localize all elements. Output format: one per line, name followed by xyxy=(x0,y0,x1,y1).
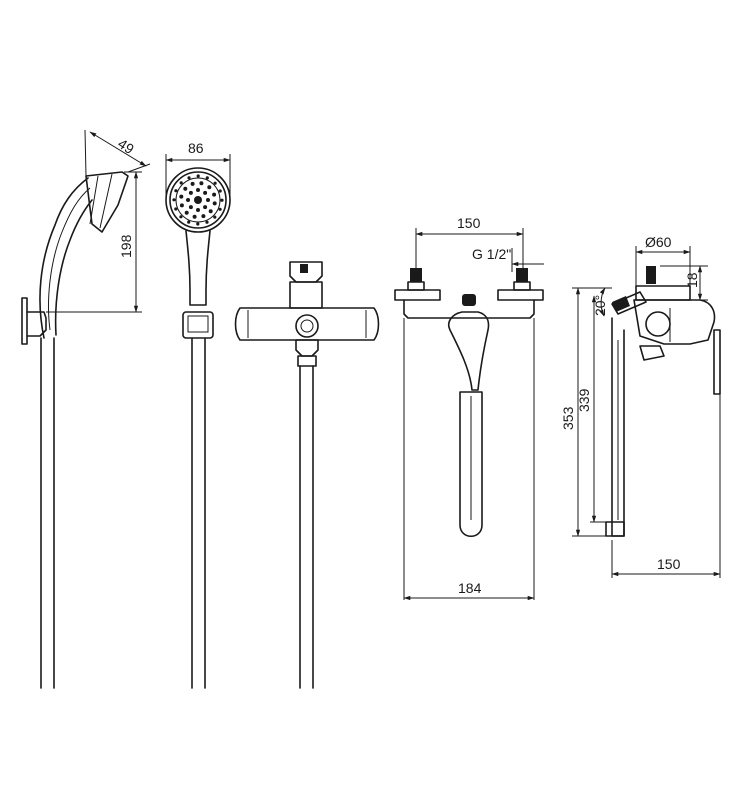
body-top xyxy=(403,299,535,319)
handshower-side-view: 49 198 xyxy=(21,129,151,689)
holder-inner xyxy=(187,315,209,333)
dim-arc-angle xyxy=(599,287,606,317)
lever-nub xyxy=(462,294,476,306)
mixer-side-view: Ø60 18 20° 353 339 xyxy=(560,234,721,578)
nozzle-dot xyxy=(220,198,224,202)
nozzle-dot xyxy=(186,198,190,202)
spout-tip xyxy=(605,521,625,537)
diverter-side xyxy=(645,311,671,337)
nozzle-dot xyxy=(196,222,200,226)
nozzle-dot xyxy=(187,176,191,180)
nozzle-dot xyxy=(196,208,200,212)
dim-150-top-label: 150 xyxy=(457,215,481,231)
nozzle-dot xyxy=(213,215,217,219)
nozzle-dot xyxy=(179,181,183,185)
nozzle-dot xyxy=(203,205,208,210)
inlet-nut-right xyxy=(513,281,531,291)
nozzle-dot xyxy=(208,209,213,214)
dim-49-label: 49 xyxy=(115,135,137,157)
head-outer-ring xyxy=(165,167,231,233)
wall-holder xyxy=(182,311,214,339)
mixer-front-view xyxy=(234,261,380,689)
nozzle-dot xyxy=(179,203,184,208)
spout-body xyxy=(447,311,490,391)
handle-back-edge xyxy=(39,177,89,339)
head-inner-ring xyxy=(169,171,227,229)
nozzle-dot xyxy=(207,185,212,190)
nozzle-dot xyxy=(188,190,193,195)
nozzle-dot xyxy=(174,189,178,193)
inlet-nut-left xyxy=(407,281,425,291)
eccentric-right xyxy=(497,289,544,301)
ext-line-49-b xyxy=(127,163,151,173)
handle-front-edge xyxy=(54,199,93,336)
nozzle-dot xyxy=(196,174,200,178)
nozzle-pattern xyxy=(172,174,224,226)
nozzle-dot xyxy=(205,176,209,180)
handle-front xyxy=(185,230,211,306)
lever-mark xyxy=(300,264,308,273)
nozzle-dot xyxy=(212,201,217,206)
outlet-nut xyxy=(295,339,319,357)
inlet-left xyxy=(410,268,422,282)
side-outlet xyxy=(639,345,665,361)
dim-198-label: 198 xyxy=(118,234,134,258)
center-nozzle xyxy=(194,196,202,204)
nozzle-dot xyxy=(174,207,178,211)
head-line xyxy=(89,175,99,225)
hose-connector xyxy=(297,355,317,367)
nozzle-dot xyxy=(179,215,183,219)
nozzle-dot xyxy=(218,189,222,193)
nozzle-dot xyxy=(172,198,176,202)
nozzle-dot xyxy=(179,194,184,199)
nozzle-dot xyxy=(187,220,191,224)
dim-86-label: 86 xyxy=(188,140,204,156)
dim-184-label: 184 xyxy=(458,580,482,596)
nozzle-dot xyxy=(203,190,208,195)
eccentric-left xyxy=(394,289,441,301)
diverter-knob xyxy=(295,314,319,338)
lever-tip xyxy=(612,296,630,312)
nozzle-dot xyxy=(199,181,204,186)
nozzle-dot xyxy=(188,205,193,210)
spout-pipe xyxy=(459,391,483,538)
nozzle-dot xyxy=(212,192,217,197)
handshower-front-view: 86 xyxy=(165,140,231,689)
nozzle-dot xyxy=(205,220,209,224)
wall-plate xyxy=(21,297,28,345)
dim-150-side-label: 150 xyxy=(657,556,681,572)
nozzle-dot xyxy=(213,181,217,185)
shower-head xyxy=(85,171,129,233)
dim-line-49 xyxy=(89,131,147,167)
dim-60-label: Ø60 xyxy=(645,234,672,250)
dim-339-label: 339 xyxy=(576,388,592,412)
nozzle-dot xyxy=(192,214,197,219)
diverter-inner xyxy=(300,319,314,333)
wall-flange xyxy=(713,329,721,395)
mixer-cap xyxy=(289,281,323,309)
ext-line-49-a xyxy=(84,129,87,177)
inlet-right xyxy=(516,268,528,282)
dim-18-label: 18 xyxy=(684,272,700,288)
dim-353-label: 353 xyxy=(560,406,576,430)
thread-label: G 1/2" xyxy=(472,246,511,262)
nozzle-dot xyxy=(196,188,200,192)
nozzle-dot xyxy=(206,198,210,202)
head-face-line xyxy=(99,173,113,229)
nozzle-dot xyxy=(190,181,195,186)
nozzle-dot xyxy=(183,186,188,191)
cartridge-stem xyxy=(646,266,656,284)
handle-midline xyxy=(48,187,91,331)
nozzle-ring xyxy=(175,177,221,223)
nozzle-dot xyxy=(201,214,206,219)
side-body xyxy=(633,299,716,345)
mixer-body xyxy=(234,307,380,341)
nozzle-dot xyxy=(218,207,222,211)
nozzle-dot xyxy=(184,210,189,215)
mixer-top-view: 150 G 1/2" 184 xyxy=(394,215,544,601)
